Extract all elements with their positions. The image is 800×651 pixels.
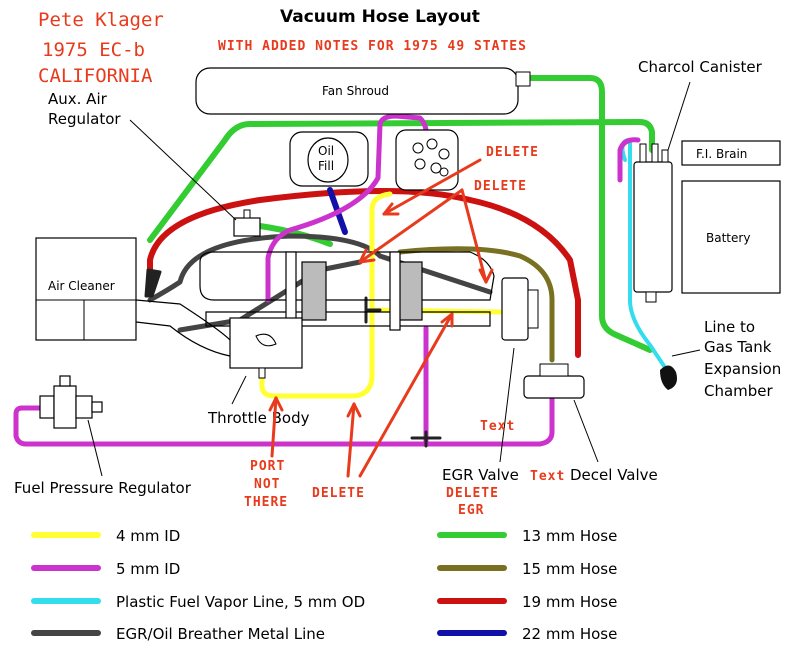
air-intake-duct <box>135 299 231 357</box>
legend-label-right-3: 22 mm Hose <box>522 625 617 643</box>
author-line-2: 1975 EC-b <box>42 39 145 61</box>
battery-label: Battery <box>706 231 750 245</box>
legend-label-left-2: Plastic Fuel Vapor Line, 5 mm OD <box>116 593 365 611</box>
hose-purple-throttle <box>265 113 429 303</box>
gas-tank-label-4: Chamber <box>704 382 774 400</box>
aux-air-leader <box>129 119 237 221</box>
hose-purple-fpr <box>13 392 555 447</box>
canister-port-3 <box>661 149 669 163</box>
note-delete-egr-2: EGR <box>458 503 484 518</box>
egr-valve-box <box>501 277 529 341</box>
throttle-port <box>258 367 266 379</box>
aux-air-label-1: Aux. Air <box>48 90 108 108</box>
subtitle-note: WITH ADDED NOTES FOR 1975 49 STATES <box>218 39 527 54</box>
egr-valve-label: EGR Valve <box>442 466 519 484</box>
annotation-arrows <box>268 158 494 478</box>
decel-valve-label: Decel Valve <box>570 466 658 484</box>
canister-box <box>633 161 673 293</box>
diagram-title: Vacuum Hose Layout <box>280 7 480 27</box>
decel-leader <box>573 399 599 463</box>
gas-tank-leader <box>671 349 701 357</box>
gas-tank-label-3: Expansion <box>704 360 781 378</box>
canister-port-1 <box>639 143 647 163</box>
canister-label: Charcol Canister <box>638 58 763 76</box>
note-delete-3: DELETE <box>312 486 365 501</box>
canister-port-2 <box>651 143 659 163</box>
fan-shroud-box <box>195 67 519 115</box>
gas-tank-connector <box>660 365 677 390</box>
note-delete-2: DELETE <box>474 179 527 194</box>
legend: 4 mm ID 5 mm ID Plastic Fuel Vapor Line,… <box>31 527 617 643</box>
air-cleaner-label: Air Cleaner <box>48 279 115 293</box>
author-line-3: CALIFORNIA <box>38 65 153 87</box>
hose-red-main <box>147 188 581 358</box>
aux-air-stub <box>243 209 251 219</box>
fuel-pressure-regulator <box>39 375 103 429</box>
hose-green-aux-intake <box>257 223 333 247</box>
aux-air-regulator <box>233 217 261 237</box>
oil-fill-label-2: Fill <box>318 159 334 173</box>
note-text-1: Text <box>480 419 515 434</box>
tee-marker-1 <box>410 430 442 448</box>
hose-green-fan-canister <box>517 75 653 353</box>
gas-tank-label-2: Gas Tank <box>704 338 772 356</box>
line-egr-metal-2 <box>177 259 363 333</box>
egr-valve-cap <box>527 289 539 329</box>
oil-fill-label-1: Oil <box>318 144 334 158</box>
legend-label-right-2: 19 mm Hose <box>522 593 617 611</box>
hose-yellow-4mm <box>259 191 393 399</box>
legend-label-left-1: 5 mm ID <box>116 560 180 578</box>
egr-leader <box>499 347 515 463</box>
legend-label-right-0: 13 mm Hose <box>522 527 617 545</box>
note-text-2: Text <box>530 469 565 484</box>
note-port-line-3: THERE <box>244 495 288 510</box>
canister-leader <box>667 81 691 151</box>
decel-valve-box <box>523 375 585 399</box>
note-delete-egr-1: DELETE <box>446 486 499 501</box>
aux-air-label-2: Regulator <box>48 110 121 128</box>
fan-shroud-nub <box>515 71 531 87</box>
air-cleaner-divider <box>36 299 136 340</box>
line-egr-metal <box>147 233 493 303</box>
author-line-1: Pete Klager <box>38 9 164 31</box>
tee-marker-2 <box>364 296 382 324</box>
throttle-plate <box>255 333 277 347</box>
fpr-label: Fuel Pressure Regulator <box>14 479 192 497</box>
fan-shroud-label: Fan Shroud <box>322 84 389 98</box>
air-cleaner-box <box>35 237 137 341</box>
canister-bottom-port <box>645 291 657 303</box>
note-delete-1: DELETE <box>486 145 539 160</box>
distributor <box>395 129 459 191</box>
hose-olive-decel <box>397 246 555 363</box>
tee-marker-air <box>144 268 162 298</box>
fi-brain-label: F.I. Brain <box>696 147 747 161</box>
hose-green-canister-engine <box>147 119 655 243</box>
note-port-line-1: PORT <box>250 459 285 474</box>
legend-label-right-1: 15 mm Hose <box>522 560 617 578</box>
decel-valve-top <box>539 363 569 377</box>
oil-fill-cap <box>307 137 349 183</box>
fi-brain-box <box>681 140 781 166</box>
gas-tank-label-1: Line to <box>704 318 755 336</box>
legend-label-left-3: EGR/Oil Breather Metal Line <box>116 625 325 643</box>
legend-label-left-0: 4 mm ID <box>116 527 180 545</box>
intake-manifold <box>199 251 495 331</box>
note-port-line-2: NOT <box>254 477 280 492</box>
hose-purple-canister <box>617 137 641 183</box>
battery-box <box>681 180 781 294</box>
throttle-body-label: Throttle Body <box>207 409 310 427</box>
throttle-leader <box>231 375 247 405</box>
fpr-leader <box>87 419 103 477</box>
